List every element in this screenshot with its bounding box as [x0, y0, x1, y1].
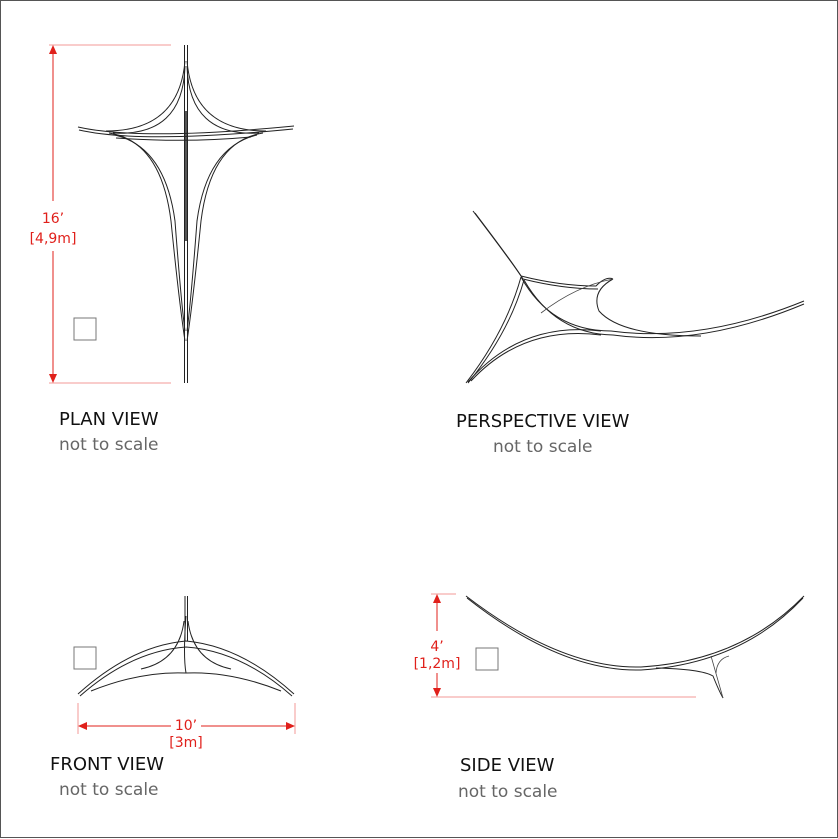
- front-dim-metric: [3m]: [169, 735, 202, 751]
- side-dim-metric: [1,2m]: [414, 656, 461, 672]
- front-view-subtitle: not to scale: [59, 780, 159, 800]
- side-view-title: SIDE VIEW: [460, 755, 555, 776]
- plan-dim-imperial: 16’: [42, 211, 64, 227]
- front-dim-imperial: 10’: [175, 718, 197, 734]
- perspective-view-title: PERSPECTIVE VIEW: [456, 411, 630, 432]
- scale-figure-box: [73, 317, 97, 341]
- scale-figure-box: [475, 647, 499, 671]
- side-dim-imperial: 4’: [430, 639, 443, 655]
- plan-dim-metric: [4,9m]: [30, 231, 77, 247]
- front-view-title: FRONT VIEW: [50, 754, 164, 775]
- scale-figure-box: [73, 646, 97, 670]
- plan-view-drawing: 16’ [4,9m] PLAN VIEW not to scale: [30, 44, 295, 455]
- plan-view-subtitle: not to scale: [59, 435, 159, 455]
- front-view-drawing: 10’ [3m] FRONT VIEW not to scale: [50, 596, 296, 800]
- perspective-view-subtitle: not to scale: [493, 437, 593, 457]
- side-view-drawing: 4’ [1,2m] SIDE VIEW not to scale: [414, 593, 805, 802]
- plan-view-title: PLAN VIEW: [59, 409, 159, 430]
- perspective-view-drawing: PERSPECTIVE VIEW not to scale: [456, 210, 805, 457]
- side-view-subtitle: not to scale: [458, 782, 558, 802]
